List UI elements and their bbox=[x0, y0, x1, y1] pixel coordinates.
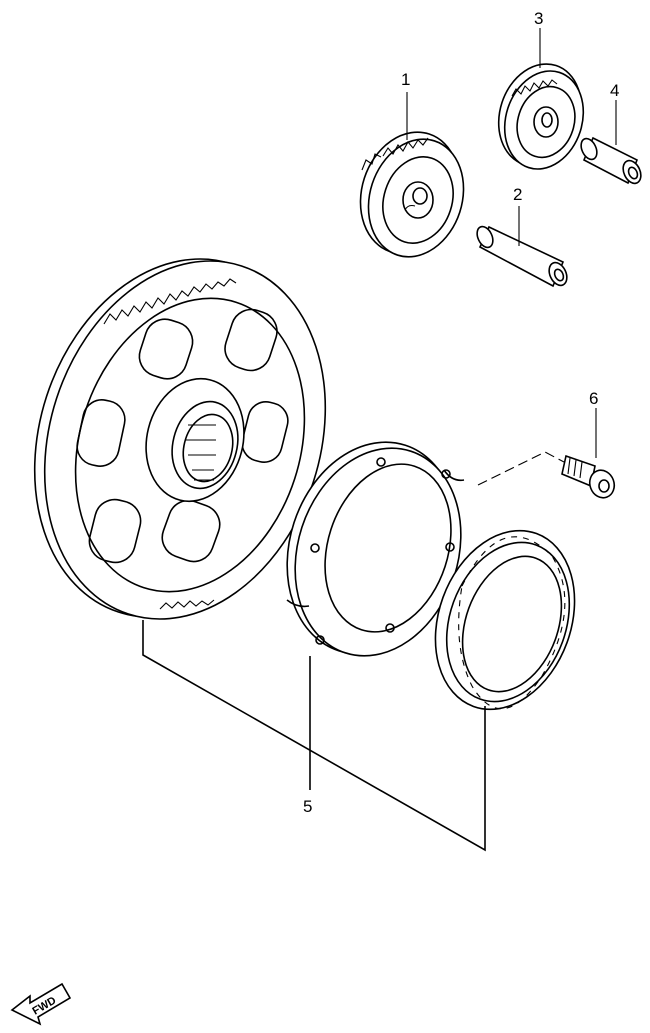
callout-1: 1 bbox=[401, 70, 410, 89]
bolt-6[interactable] bbox=[561, 454, 618, 501]
idle-gear-1[interactable] bbox=[345, 119, 478, 269]
callout-labels: 1 2 3 4 5 6 bbox=[303, 9, 619, 816]
callout-6: 6 bbox=[589, 389, 598, 408]
shaft-4[interactable] bbox=[578, 136, 644, 186]
idle-gear-3[interactable] bbox=[486, 53, 596, 179]
clutch-housing[interactable] bbox=[261, 420, 487, 678]
shaft-2[interactable] bbox=[474, 224, 570, 288]
starter-clutch-gear[interactable] bbox=[0, 222, 370, 656]
callout-3: 3 bbox=[534, 9, 543, 28]
callout-5: 5 bbox=[303, 797, 312, 816]
callout-2: 2 bbox=[513, 185, 522, 204]
leader-lines bbox=[142, 28, 617, 852]
fwd-arrow-icon: FWD bbox=[10, 982, 72, 1026]
callout-4: 4 bbox=[610, 81, 619, 100]
one-way-clutch[interactable] bbox=[412, 511, 599, 729]
